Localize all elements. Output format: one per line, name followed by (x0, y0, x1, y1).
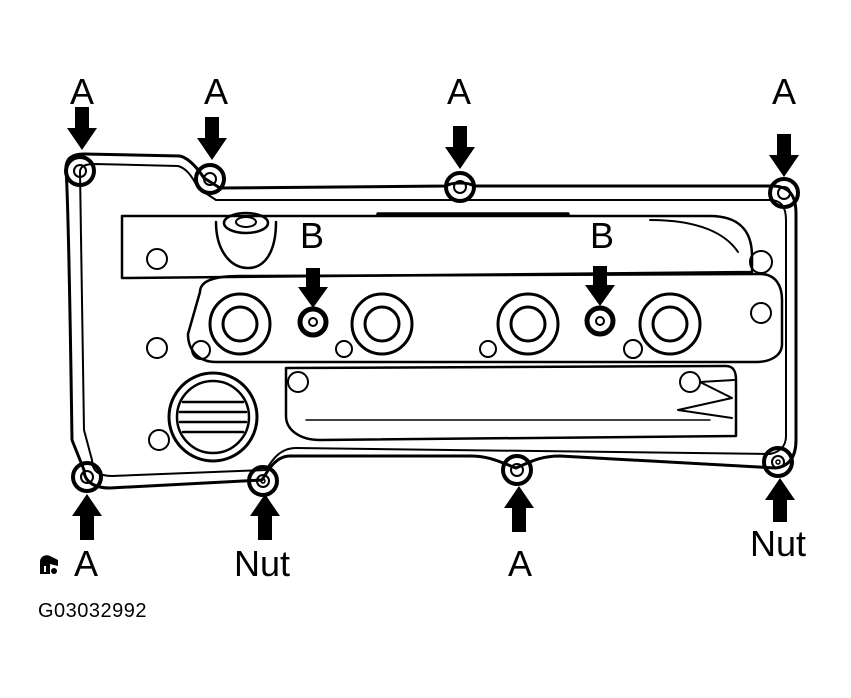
bolt-icon (71, 461, 103, 493)
cover-lower-plate (284, 364, 738, 442)
plug-tube-2 (350, 292, 414, 356)
breather-port (222, 211, 270, 235)
arrow-up-icon (504, 486, 534, 532)
breather-neck (214, 220, 278, 270)
nut-icon (762, 446, 794, 478)
bolt-icon (501, 454, 533, 486)
arrow-up-icon (765, 478, 795, 522)
oil-filler-cap-icon (167, 371, 259, 463)
cover-outer-outline (64, 152, 798, 490)
arrow-down-icon (585, 266, 615, 306)
label-a-top-2: A (204, 71, 229, 112)
cover-body-top (120, 214, 754, 280)
label-nut-bottom-left: Nut (234, 543, 291, 584)
arrow-down-icon (67, 107, 97, 150)
bolt-icon (64, 155, 96, 187)
label-a-bottom-center: A (508, 543, 533, 584)
cover-inner-outline (79, 163, 787, 477)
bolt-icon (444, 171, 476, 203)
arrow-down-icon (445, 126, 475, 169)
label-nut-bottom-right: Nut (750, 523, 807, 564)
label-a-top-4: A (772, 71, 797, 112)
lower-right-taper (677, 379, 735, 419)
arrow-up-icon (250, 494, 280, 540)
plug-tube-band (186, 272, 784, 364)
bolt-icon (194, 163, 226, 195)
manufacturer-logo-icon (40, 555, 58, 574)
label-a-bottom-left: A (74, 543, 99, 584)
nut-icon (247, 465, 279, 497)
plug-tube-1 (208, 292, 272, 356)
arrow-up-icon (72, 494, 102, 540)
plug-tube-4 (638, 292, 702, 356)
breather-hole (235, 216, 257, 228)
arrow-down-icon (298, 268, 328, 308)
arrow-down-icon (769, 134, 799, 177)
bolt-icon (297, 306, 329, 338)
bolt-icon (584, 305, 616, 337)
bolt-icon (768, 177, 800, 209)
small-bosses (146, 248, 773, 451)
arrow-down-icon (197, 117, 227, 160)
figure-code: G03032992 (38, 600, 148, 622)
label-a-top-3: A (447, 71, 472, 112)
upper-right-bend (649, 219, 739, 253)
label-b-left: B (300, 215, 325, 256)
plug-tube-3 (496, 292, 560, 356)
label-a-top-1: A (70, 71, 95, 112)
label-b-right: B (590, 215, 615, 256)
